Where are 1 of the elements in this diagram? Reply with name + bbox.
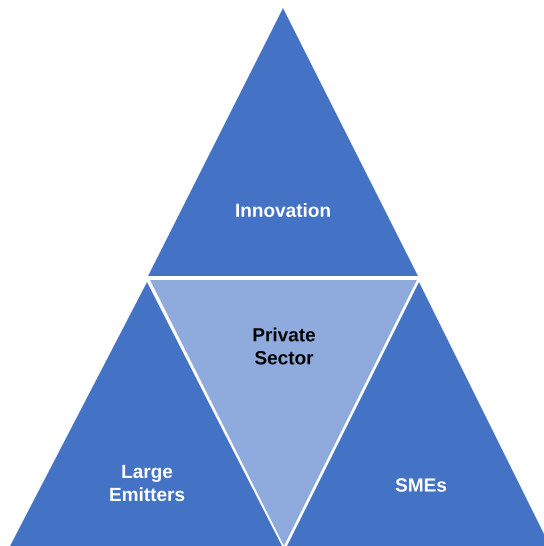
triangle: Innovation (148, 8, 418, 276)
